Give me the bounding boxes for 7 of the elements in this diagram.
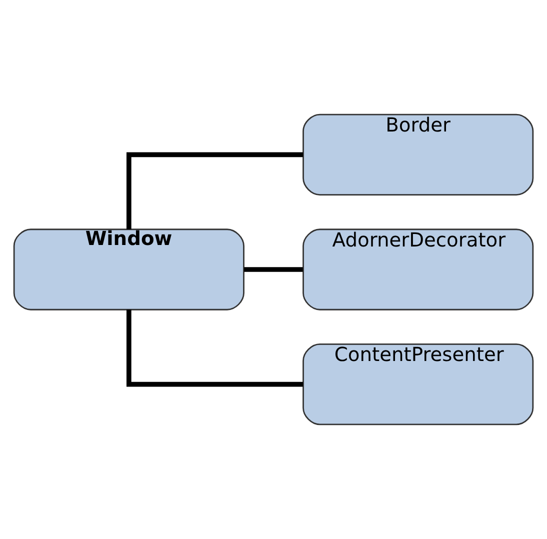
connector (244, 267, 303, 272)
connector (126, 152, 303, 230)
connector (126, 310, 303, 387)
node-box: Border (302, 114, 534, 196)
node-box: Window (13, 228, 244, 310)
node-box: AdornerDecorator (302, 228, 534, 310)
node-box: ContentPresenter (302, 344, 534, 426)
